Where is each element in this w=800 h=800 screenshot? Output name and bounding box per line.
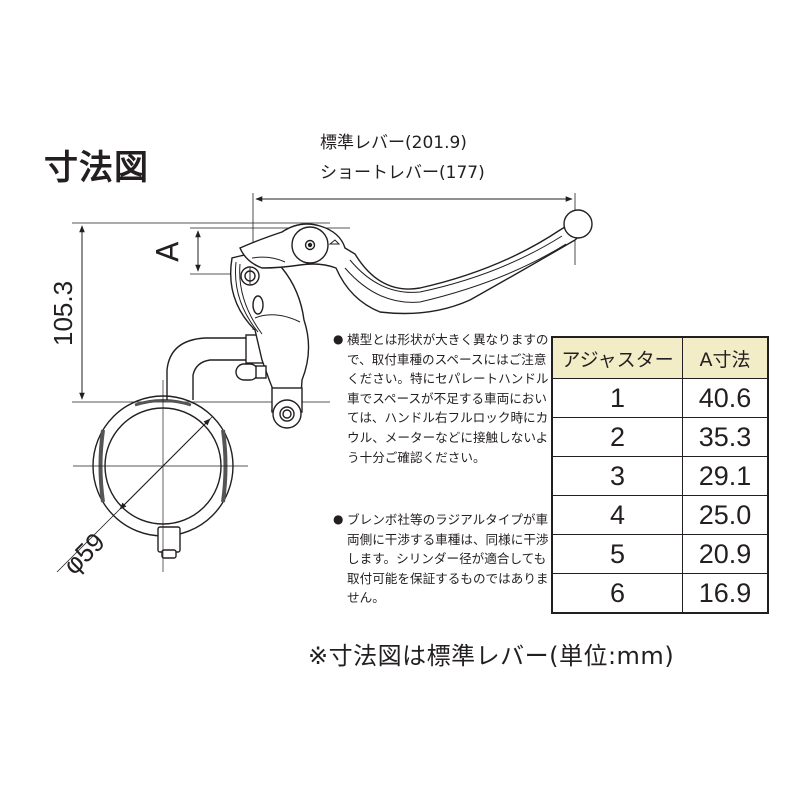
adjuster-position: 2: [551, 417, 683, 457]
brake-lever: [239, 209, 593, 315]
table-header-row: アジャスター A寸法: [551, 336, 769, 379]
master-cylinder-body: [229, 253, 310, 429]
header-adjuster: アジャスター: [551, 336, 683, 379]
bullet-icon: ●: [333, 512, 344, 526]
a-dimension-value: 20.9: [682, 534, 769, 574]
note-text: 横型とは形状が大きく異なりますので、取付車種のスペースにはご注意ください。特にセ…: [347, 332, 549, 465]
adjuster-position: 4: [551, 495, 683, 535]
adjuster-position: 6: [551, 573, 683, 614]
note-text: ブレンボ社等のラジアルタイプが車両側に干渉する車種は、同様に干渉します。シリンダ…: [347, 512, 549, 606]
note-clearance: ●横型とは形状が大きく異なりますので、取付車種のスペースにはご注意ください。特に…: [333, 330, 553, 467]
units-footnote: ※寸法図は標準レバー(単位:mm): [308, 642, 675, 670]
page-title: 寸法図: [44, 148, 149, 188]
a-dimension-value: 35.3: [682, 417, 769, 457]
a-dimension-value: 40.6: [682, 378, 769, 418]
a-dimension-value: 16.9: [682, 573, 769, 614]
diameter-label: φ59: [57, 527, 111, 581]
a-dimension-value: 29.1: [682, 456, 769, 496]
adjuster-a-label: A: [151, 241, 186, 262]
standard-lever-length-label: 標準レバー(201.9): [320, 133, 467, 153]
bullet-icon: ●: [333, 332, 344, 346]
header-a-dimension: A寸法: [682, 336, 769, 379]
height-value-label: 105.3: [48, 281, 78, 346]
a-dimension-value: 25.0: [682, 495, 769, 535]
note-interference: ●ブレンボ社等のラジアルタイプが車両側に干渉する車種は、同様に干渉します。シリン…: [333, 510, 553, 608]
short-lever-length-label: ショートレバー(177): [320, 163, 485, 183]
adjuster-position: 1: [551, 378, 683, 418]
adjuster-position: 5: [551, 534, 683, 574]
adjuster-position: 3: [551, 456, 683, 496]
